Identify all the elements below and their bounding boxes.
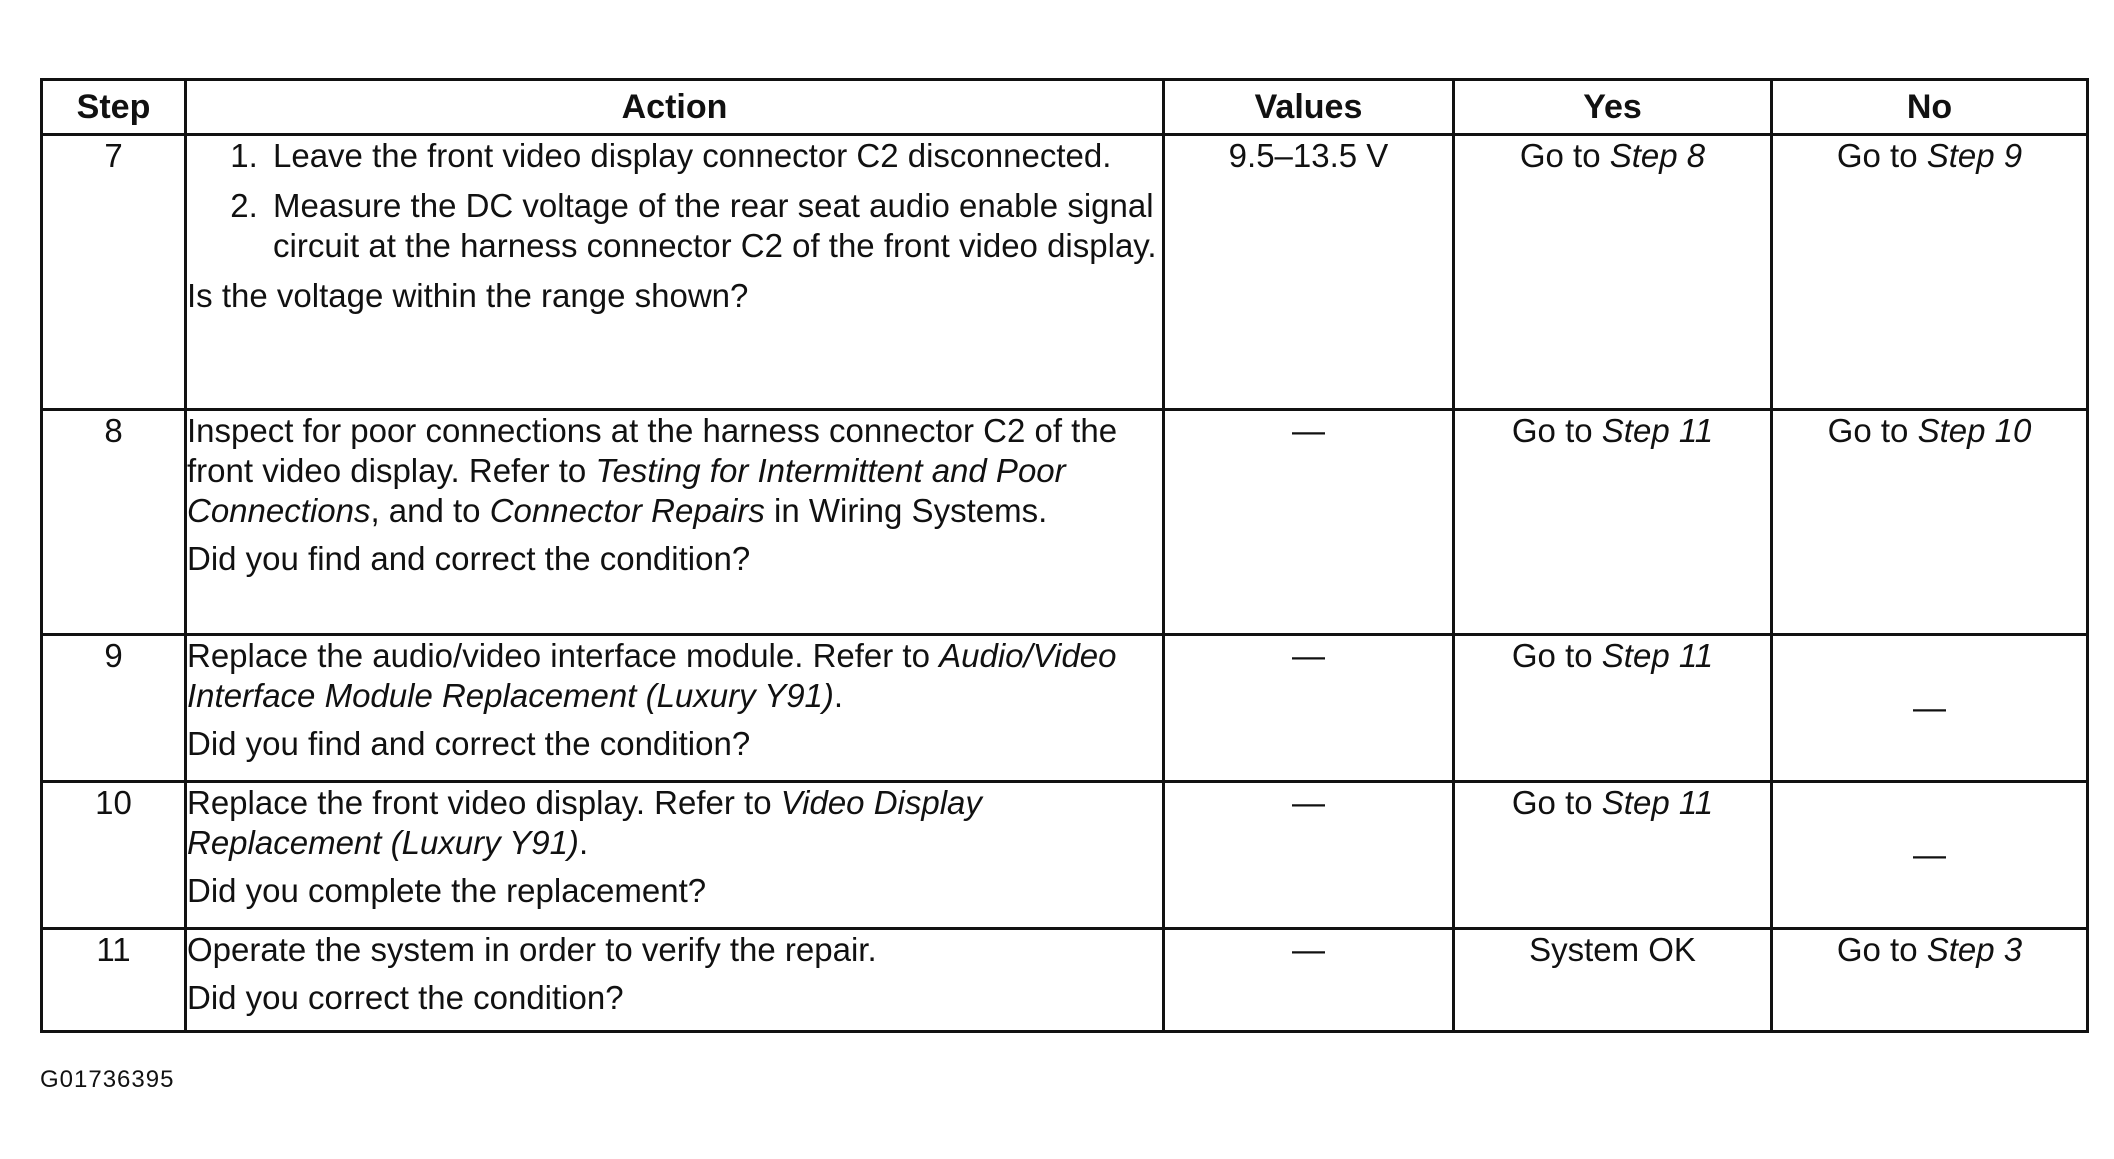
header-no: No [1770,78,2089,136]
header-step: Step [40,78,187,136]
action-question: Did you find and correct the condition? [187,725,751,762]
action-list-item: Measure the DC voltage of the rear seat … [267,186,1162,266]
action-text: Inspect for poor connections at the harn… [187,411,1162,531]
yes-cell: System OK [1452,927,1773,1033]
header-yes: Yes [1452,78,1773,136]
no-cell: — [1770,780,2089,930]
action-question: Did you complete the replacement? [187,872,707,909]
no-step-link[interactable]: Step 9 [1926,137,2023,174]
table-row-step-10: 10 Replace the front video display. Refe… [40,780,2089,930]
no-step-link[interactable]: Step 10 [1917,412,2032,449]
yes-cell: Go to Step 11 [1452,408,1773,636]
table-row-step-11: 11 Operate the system in order to verify… [40,927,2089,1033]
values-cell: — [1162,633,1455,783]
yes-step-link[interactable]: Step 11 [1601,784,1714,821]
yes-prefix: Go to [1519,137,1610,174]
action-text-part: , and to [370,492,490,529]
action-reference-link[interactable]: Audio/Video Interface Module Replacement… [187,637,1117,714]
no-cell: Go to Step 3 [1770,927,2089,1033]
step-number: 11 [40,927,187,1033]
yes-step-link[interactable]: Step 11 [1601,637,1714,674]
values-cell: 9.5–13.5 V [1162,133,1455,411]
yes-cell: Go to Step 8 [1452,133,1773,411]
yes-prefix: Go to [1511,784,1602,821]
header-action: Action [184,78,1165,136]
action-reference-link[interactable]: Video Display Replacement (Luxury Y91) [187,784,982,861]
action-list-item: Leave the front video display connector … [267,136,1162,176]
header-values: Values [1162,78,1455,136]
values-cell: — [1162,780,1455,930]
action-question: Did you correct the condition? [187,979,624,1016]
action-text-part: Replace the audio/video interface module… [187,637,940,674]
no-prefix: Go to [1836,137,1927,174]
action-text-part: in Wiring Systems. [764,492,1048,529]
step-number: 9 [40,633,187,783]
action-question: Did you find and correct the condition? [187,540,751,577]
yes-cell: Go to Step 11 [1452,780,1773,930]
action-text: Replace the front video display. Refer t… [187,783,1162,863]
action-text-part: . [578,824,589,861]
action-question: Is the voltage within the range shown? [187,277,749,314]
action-list: Leave the front video display connector … [187,136,1162,266]
no-cell: Go to Step 9 [1770,133,2089,411]
values-cell: — [1162,408,1455,636]
table-row-step-8: 8 Inspect for poor connections at the ha… [40,408,2089,636]
no-cell: Go to Step 10 [1770,408,2089,636]
values-cell: — [1162,927,1455,1033]
no-cell: — [1770,633,2089,783]
action-text: Replace the audio/video interface module… [187,636,1162,716]
action-text-part: Inspect for poor connections at the harn… [187,412,1118,489]
action-text: Operate the system in order to verify th… [187,931,877,968]
yes-step-link[interactable]: Step 8 [1609,137,1706,174]
figure-id: G01736395 [40,1066,175,1093]
no-prefix: Go to [1836,931,1927,968]
table-row-step-9: 9 Replace the audio/video interface modu… [40,633,2089,783]
no-step-link[interactable]: Step 3 [1926,931,2023,968]
action-cell: Replace the audio/video interface module… [184,633,1165,783]
action-cell: Replace the front video display. Refer t… [184,780,1165,930]
header-row: Step Action Values Yes No [40,78,2089,136]
action-cell: Leave the front video display connector … [184,133,1165,411]
step-number: 8 [40,408,187,636]
action-reference-link[interactable]: Connector Repairs [489,492,765,529]
action-cell: Operate the system in order to verify th… [184,927,1165,1033]
diagnostic-table: Step Action Values Yes No 7 Leave the fr… [40,78,2089,1033]
step-number: 7 [40,133,187,411]
step-number: 10 [40,780,187,930]
action-cell: Inspect for poor connections at the harn… [184,408,1165,636]
no-prefix: Go to [1827,412,1918,449]
action-text-part: . [833,677,844,714]
yes-prefix: Go to [1511,637,1602,674]
action-reference-link[interactable]: Testing for Intermittent and Poor Connec… [187,452,1066,529]
yes-step-link[interactable]: Step 11 [1601,412,1714,449]
yes-cell: Go to Step 11 [1452,633,1773,783]
table-row-step-7: 7 Leave the front video display connecto… [40,133,2089,411]
action-text-part: Replace the front video display. Refer t… [187,784,781,821]
yes-prefix: Go to [1511,412,1602,449]
